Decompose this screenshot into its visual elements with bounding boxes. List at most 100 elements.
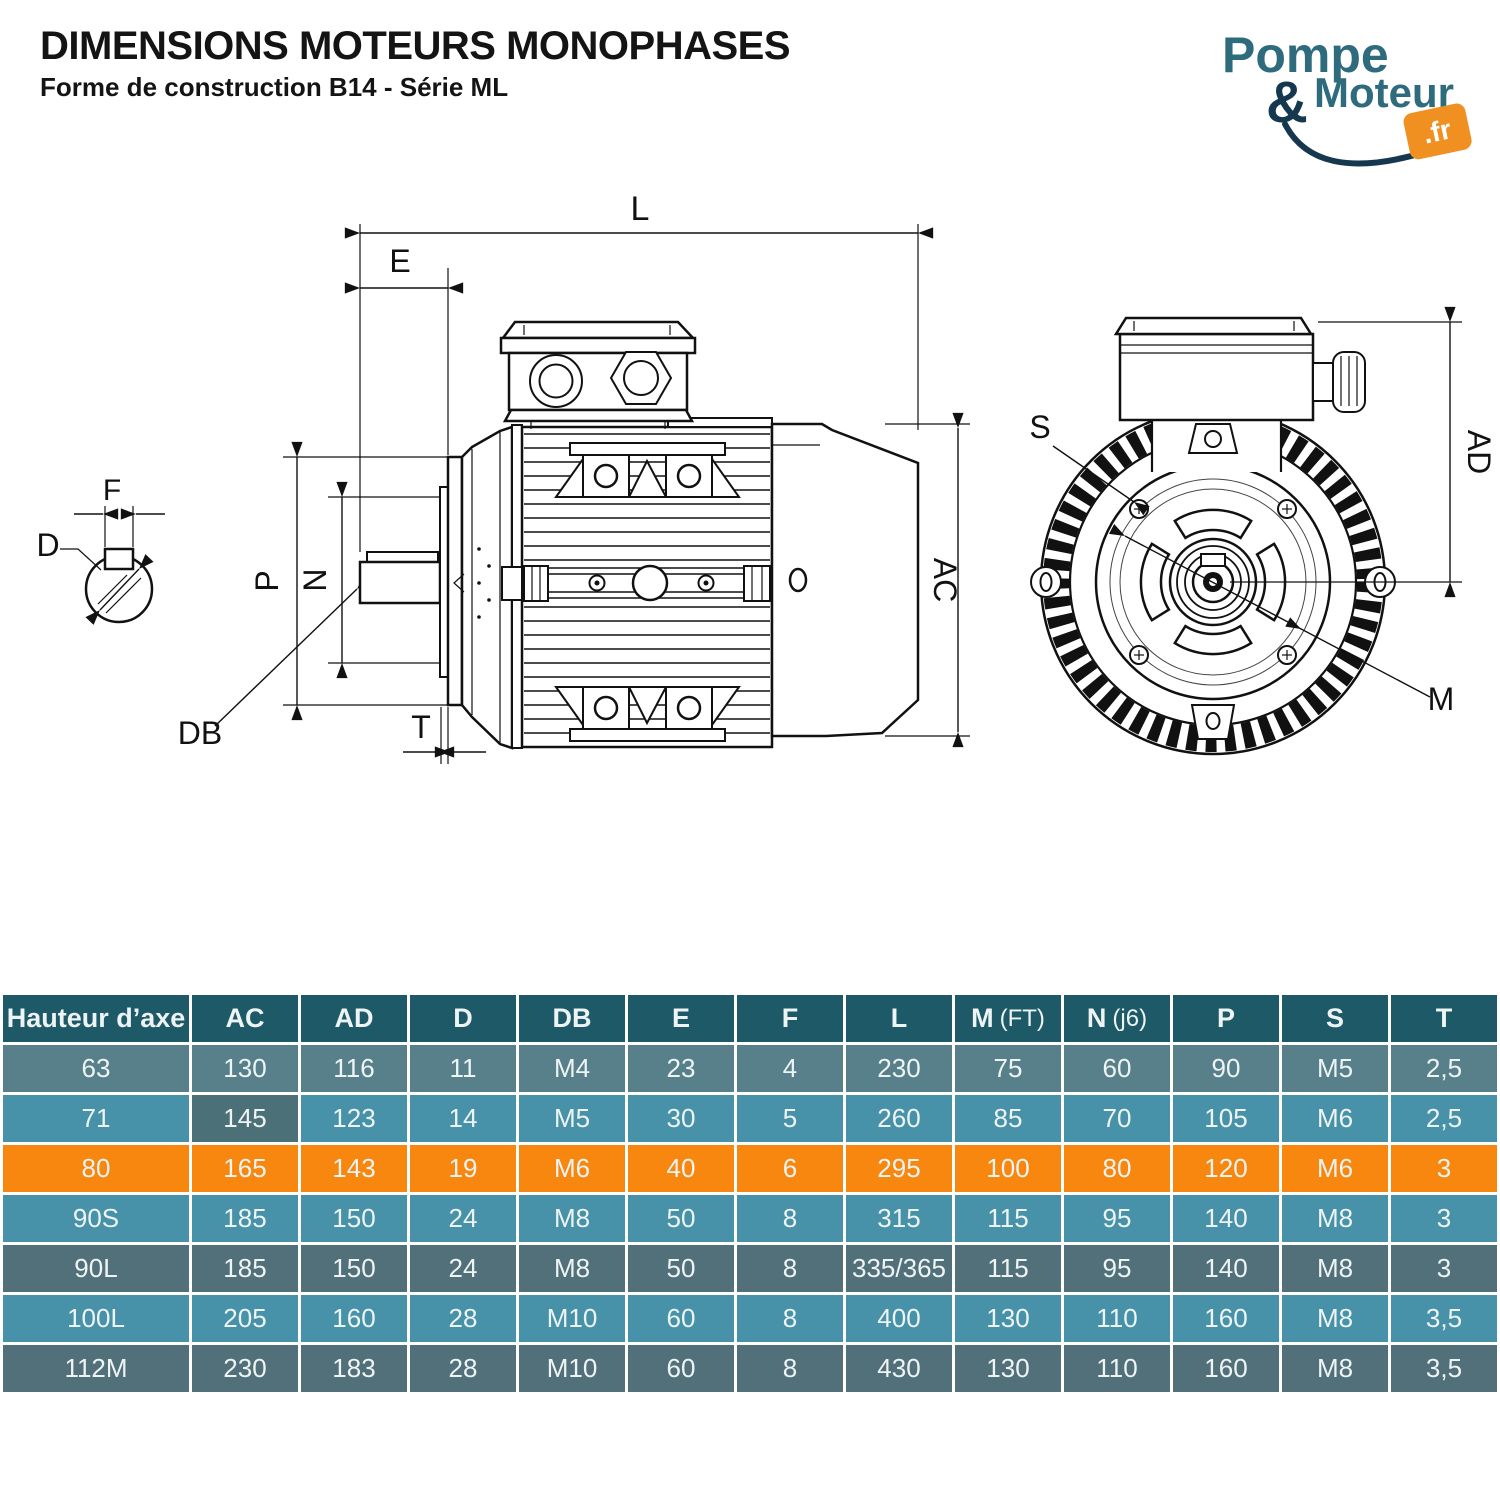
table-cell: M6	[519, 1145, 625, 1192]
row-header: 100L	[3, 1295, 189, 1342]
table-cell: 150	[301, 1195, 407, 1242]
table-cell: 8	[737, 1295, 843, 1342]
table-cell: 50	[628, 1245, 734, 1292]
dim-label-N: N	[297, 568, 333, 591]
dim-label-E: E	[389, 243, 410, 279]
table-cell: 3	[1391, 1195, 1497, 1242]
motor-front-view: AD S M	[1029, 306, 1497, 756]
table-cell: 115	[955, 1245, 1061, 1292]
table-cell: M8	[519, 1195, 625, 1242]
table-cell: 145	[192, 1095, 298, 1142]
table-cell: 90	[1173, 1045, 1279, 1092]
table-cell: 160	[1173, 1345, 1279, 1392]
table-cell: 70	[1064, 1095, 1170, 1142]
table-cell: M5	[1282, 1045, 1388, 1092]
table-cell: M8	[1282, 1345, 1388, 1392]
col-header-suffix: (j6)	[1112, 1004, 1148, 1032]
table-cell: M8	[1282, 1245, 1388, 1292]
col-header: AD	[301, 995, 407, 1042]
table-cell: 19	[410, 1145, 516, 1192]
col-header-main: T	[1435, 1003, 1453, 1033]
row-header: 71	[3, 1095, 189, 1142]
logo-word2: Moteur	[1314, 69, 1454, 116]
col-header: DB	[519, 995, 625, 1042]
table-cell: 115	[955, 1195, 1061, 1242]
table-cell: 140	[1173, 1195, 1279, 1242]
table-cell: 183	[301, 1345, 407, 1392]
table-cell: 60	[1064, 1045, 1170, 1092]
table-cell: 100	[955, 1145, 1061, 1192]
logo-fr-badge: .fr	[1403, 103, 1472, 160]
table-cell: M8	[1282, 1195, 1388, 1242]
table-cell: 75	[955, 1045, 1061, 1092]
dim-label-M: M	[1428, 681, 1455, 717]
logo-tld: .fr	[1420, 113, 1454, 149]
dim-label-L: L	[631, 190, 650, 228]
page-title: DIMENSIONS MOTEURS MONOPHASES	[40, 24, 791, 68]
dim-label-F: F	[103, 474, 121, 507]
dim-label-AC: AC	[927, 558, 963, 602]
table-cell: 123	[301, 1095, 407, 1142]
col-header: Hauteur d’axe	[3, 995, 189, 1042]
dim-label-AD: AD	[1461, 430, 1497, 474]
col-header: T	[1391, 995, 1497, 1042]
dim-label-D: D	[36, 527, 59, 563]
row-header: 80	[3, 1145, 189, 1192]
table-cell: 11	[410, 1045, 516, 1092]
table-cell: 2,5	[1391, 1045, 1497, 1092]
table-cell: 165	[192, 1145, 298, 1192]
table-cell: 2,5	[1391, 1095, 1497, 1142]
col-header-main: AD	[334, 1003, 374, 1033]
table-cell: 130	[955, 1295, 1061, 1342]
col-header-main: F	[781, 1003, 799, 1033]
table-cell: 95	[1064, 1195, 1170, 1242]
col-header: E	[628, 995, 734, 1042]
table-cell: 315	[846, 1195, 952, 1242]
col-header: N(j6)	[1064, 995, 1170, 1042]
mounting-lugs-bottom	[554, 686, 741, 742]
col-header-main: E	[671, 1003, 690, 1033]
row-header: 112M	[3, 1345, 189, 1392]
table-cell: 295	[846, 1145, 952, 1192]
logo-word1: Pompe	[1222, 27, 1389, 83]
col-header: P	[1173, 995, 1279, 1042]
table-cell: 116	[301, 1045, 407, 1092]
table-cell: 140	[1173, 1245, 1279, 1292]
motor-side-view: L E F D P	[36, 190, 970, 764]
table-cell: 3,5	[1391, 1295, 1497, 1342]
table-cell: 24	[410, 1195, 516, 1242]
col-header: S	[1282, 995, 1388, 1042]
table-cell: 335/365	[846, 1245, 952, 1292]
table-cell: 95	[1064, 1245, 1170, 1292]
mounting-lugs-top	[554, 442, 741, 498]
table-cell: 160	[301, 1295, 407, 1342]
col-header: D	[410, 995, 516, 1042]
col-header: M(FT)	[955, 995, 1061, 1042]
row-header: 90L	[3, 1245, 189, 1292]
table-cell: M10	[519, 1345, 625, 1392]
table-cell: M6	[1282, 1095, 1388, 1142]
table-cell: 3	[1391, 1145, 1497, 1192]
col-header-main: S	[1325, 1003, 1344, 1033]
col-header-suffix: (FT)	[999, 1004, 1045, 1032]
table-cell: 105	[1173, 1095, 1279, 1142]
table-cell: 8	[737, 1345, 843, 1392]
col-header-main: P	[1216, 1003, 1235, 1033]
table-cell: 150	[301, 1245, 407, 1292]
shaft-section-detail: F D	[36, 474, 165, 625]
row-header: 90S	[3, 1195, 189, 1242]
table-cell: M10	[519, 1295, 625, 1342]
table-cell: 110	[1064, 1295, 1170, 1342]
brand-logo: Pompe & Moteur .fr	[1222, 27, 1472, 167]
table-cell: 400	[846, 1295, 952, 1342]
page-subtitle: Forme de construction B14 - Série ML	[40, 72, 509, 102]
table-cell: 230	[846, 1045, 952, 1092]
table-cell: 205	[192, 1295, 298, 1342]
table-cell: 30	[628, 1095, 734, 1142]
table-cell: 8	[737, 1195, 843, 1242]
terminal-box-front	[1113, 316, 1366, 472]
table-cell: 24	[410, 1245, 516, 1292]
table-cell: 120	[1173, 1145, 1279, 1192]
